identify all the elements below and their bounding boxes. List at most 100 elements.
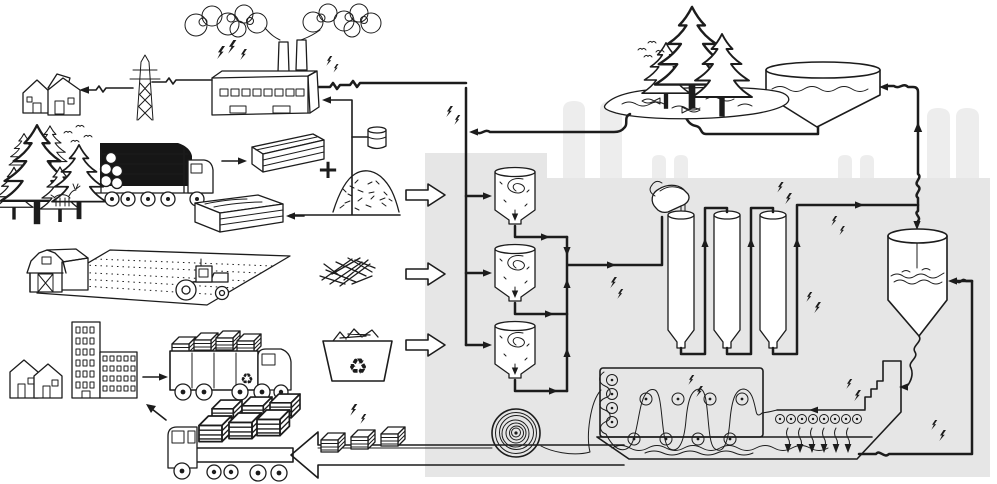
digester-icon — [494, 243, 536, 302]
mill-body-shape — [425, 153, 990, 477]
bleaching-pipes — [679, 201, 918, 356]
truck-flatbed — [195, 447, 294, 463]
straw-bundle-icon — [319, 257, 376, 287]
birds-icon — [63, 124, 93, 143]
arrow-truck-to-city — [146, 404, 167, 421]
input-arrow-icon — [405, 262, 446, 286]
log-truck — [94, 143, 214, 207]
bleach-tower-icon — [759, 210, 787, 349]
wood-chip-pile — [332, 170, 400, 213]
paper-bale-icon — [193, 332, 219, 353]
recovered-paper-truck: ♻ — [169, 330, 292, 401]
digester-icon — [494, 320, 536, 379]
plus-sign: + — [317, 155, 339, 185]
plywood-stack — [194, 194, 284, 233]
lightning-icon — [454, 115, 461, 125]
paper-bale-icon — [236, 333, 262, 354]
paper-reel — [491, 408, 541, 458]
mill-vent-icon — [860, 155, 874, 180]
headbox — [856, 335, 921, 460]
energy-trunk-line — [464, 86, 492, 349]
drainage-arrows — [784, 427, 852, 453]
city-buildings — [9, 321, 138, 399]
lightning-icon — [446, 106, 453, 118]
paper-bale-icon — [380, 426, 406, 447]
mill-chimney-icon — [563, 101, 585, 180]
paper-bale-icon — [198, 415, 233, 443]
input-arrow-icon — [405, 183, 446, 207]
mill-chimney-icon — [927, 108, 950, 180]
dryer-section — [599, 367, 778, 451]
wire-rollers — [775, 414, 862, 424]
village-houses — [22, 73, 81, 116]
sawn-lumber-stack — [251, 133, 325, 173]
bleach-tower-icon — [713, 210, 741, 349]
power-plant — [211, 39, 320, 116]
arrow-logs-to-lumber — [221, 157, 247, 165]
waste-paper — [332, 328, 379, 342]
arrow-chips-to-plywood — [286, 212, 305, 220]
recycle-symbol: ♻ — [240, 370, 253, 388]
bleach-tower-icon — [667, 210, 695, 349]
bleaching-towers — [667, 210, 787, 349]
stock-tank — [887, 228, 948, 337]
recycle-symbol: ♻ — [348, 355, 368, 380]
deer-icon — [50, 183, 81, 207]
chip-texture — [339, 179, 393, 211]
lake-waves — [621, 96, 753, 111]
smoke-cloud-icon — [300, 3, 382, 41]
stock-to-headbox-line — [907, 335, 921, 386]
mill-vent-icon — [674, 155, 688, 180]
finished-paper-arrow — [290, 431, 625, 479]
residue-fuel-lines — [289, 96, 401, 216]
fuel-barrel-icon — [367, 126, 387, 150]
effluent-riser — [879, 83, 923, 230]
mill-vent-icon — [838, 155, 852, 180]
lake-with-fish — [603, 86, 790, 120]
power-lines — [79, 77, 468, 94]
truck-wheels — [173, 462, 288, 482]
mill-chimney-icon — [600, 101, 622, 180]
paper-bale-icon — [256, 409, 291, 437]
tractor-icon — [175, 258, 230, 301]
power-plant-chimney-icon — [295, 39, 308, 71]
recycling-bin: ♻ — [322, 328, 393, 382]
paper-web — [317, 389, 602, 455]
stock-liquid — [890, 268, 945, 285]
power-plant-chimney-icon — [277, 41, 290, 73]
white-water-return-line — [857, 279, 974, 457]
clarifier-tank — [765, 61, 881, 128]
smoke-cloud-icon — [184, 4, 281, 41]
digester-icon — [494, 166, 536, 225]
digester-pipes — [513, 215, 664, 395]
log-ends — [99, 151, 124, 190]
lightning-icon — [228, 40, 237, 54]
barn-icon — [26, 248, 89, 293]
forming-wire — [775, 406, 866, 424]
pulping-digesters — [494, 166, 536, 379]
lightning-icon — [350, 404, 358, 416]
mill-chimney-icon — [956, 108, 979, 180]
dryer-cylinders — [606, 374, 749, 446]
power-plant-windows — [219, 88, 305, 114]
tower-windows — [75, 326, 95, 399]
chemical-pitcher — [649, 180, 690, 214]
house-icon — [33, 363, 63, 399]
paper-delivery-truck — [167, 393, 301, 482]
truck-wheels — [104, 191, 205, 207]
smoke-clouds — [184, 3, 382, 41]
mill-vent-icon — [652, 155, 666, 180]
arrow-to-houses — [79, 86, 89, 94]
lightning-icon — [360, 414, 367, 424]
forest — [0, 124, 107, 226]
truck-cab — [257, 348, 292, 391]
truck-cab — [187, 159, 214, 194]
lake-outlet-line — [469, 112, 632, 136]
power-line-to-mill — [317, 79, 468, 91]
paper-web-serpentine — [599, 371, 778, 451]
lightning-icon — [217, 46, 225, 59]
input-arrow-icon — [405, 333, 446, 357]
mill-input-arrows — [405, 183, 446, 357]
truck-cab — [167, 426, 198, 469]
